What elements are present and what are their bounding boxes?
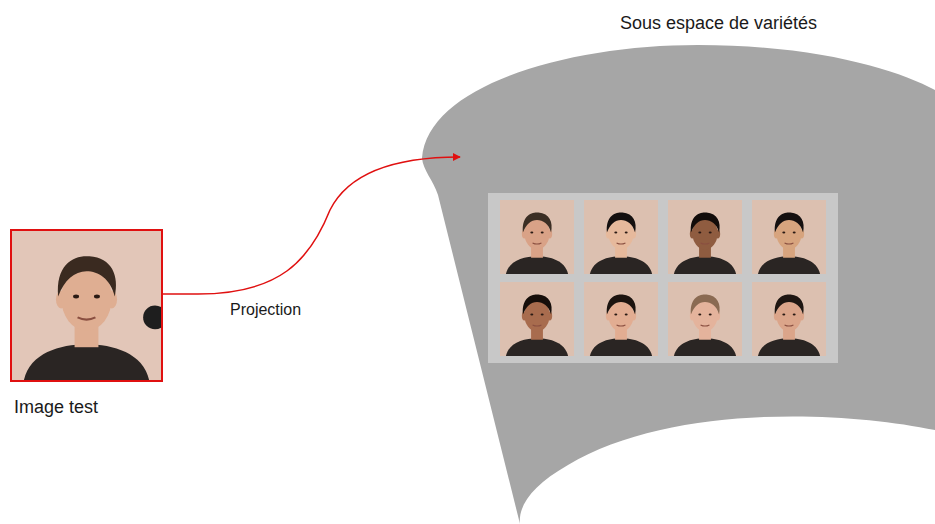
subspace-title: Sous espace de variétés — [620, 12, 817, 34]
face-gallery — [488, 193, 838, 363]
test-photo — [12, 231, 161, 380]
edge-label: Projection — [228, 300, 303, 320]
image-caption: Image test — [14, 396, 98, 418]
projection-arrow — [163, 157, 460, 294]
